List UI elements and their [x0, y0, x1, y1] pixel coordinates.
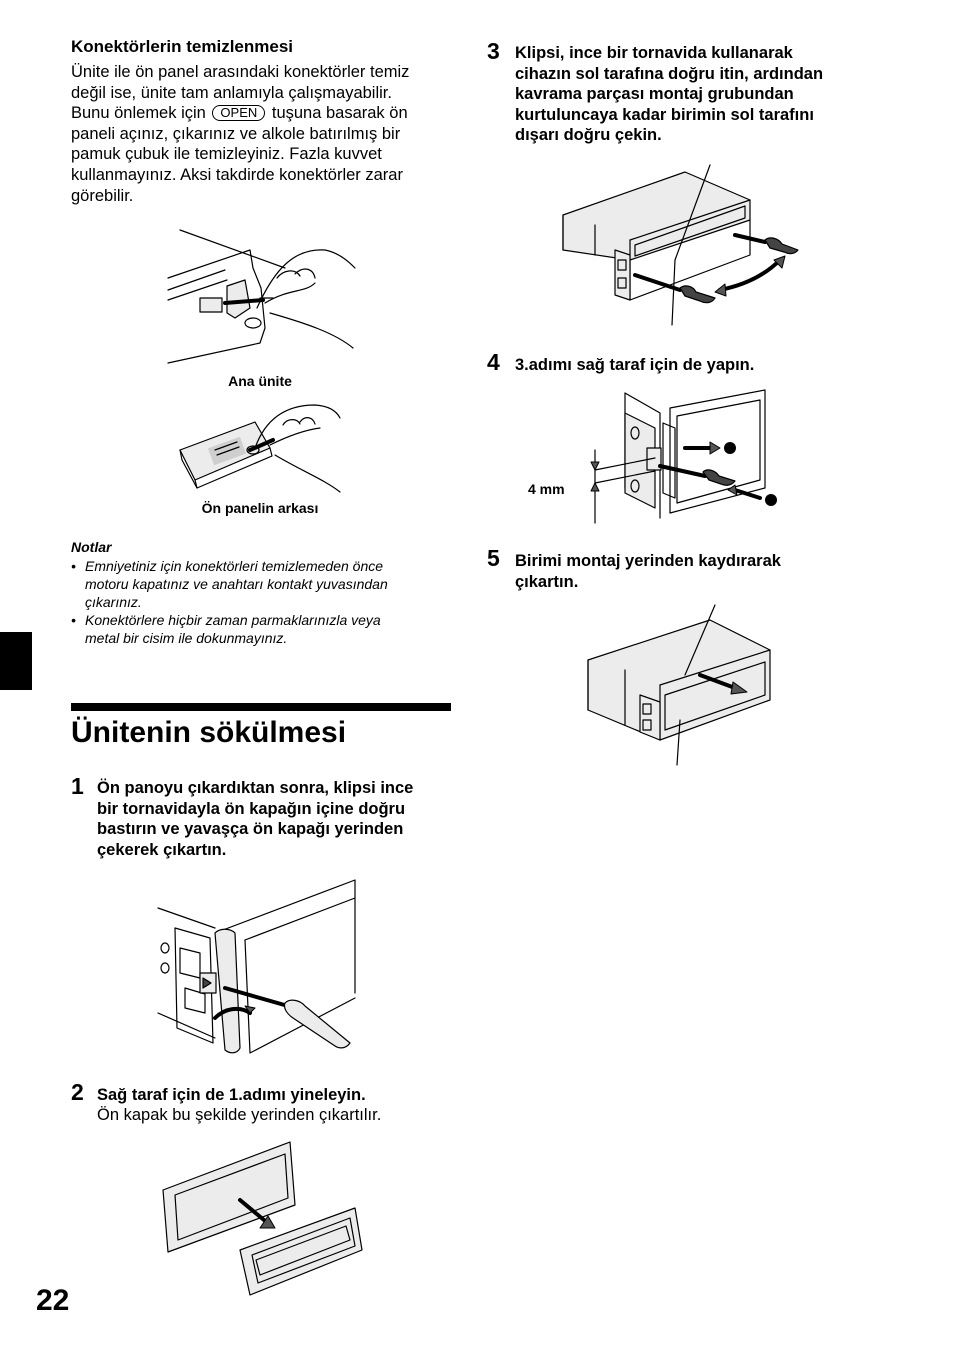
paragraph-line: Ünite ile ön panel arasındaki konektörle… — [71, 63, 410, 81]
step-4-text: 3.adımı sağ taraf için de yapın. — [515, 355, 875, 376]
measure-label: 4 mm — [528, 481, 565, 497]
section-heading-cleaning: Konektörlerin temizlenmesi — [71, 37, 294, 56]
step-line: bir tornavidayla ön kapağın içine doğru — [97, 799, 406, 818]
step-line: kurtuluncaya kadar birimin sol tarafını — [515, 105, 814, 124]
paragraph-line-with-key: Bunu önlemek için OPEN tuşuna basarak ön — [71, 103, 461, 124]
front-panel-back-illustration — [179, 404, 341, 493]
note-line: motoru kapatınız ve anahtarı kontakt yuv… — [85, 576, 388, 592]
cleaning-paragraph: Ünite ile ön panel arasındaki konektörle… — [71, 62, 461, 206]
step-2-illustration — [162, 1141, 363, 1296]
paragraph-text: tuşuna basarak ön — [271, 104, 408, 123]
step-line: kavrama parçası montaj grubundan — [515, 85, 794, 103]
note-line: metal bir cisim ile dokunmayınız. — [85, 630, 288, 646]
step-line: Klipsi, ince bir tornavida kullanarak — [515, 44, 793, 62]
step-5-illustration — [587, 604, 771, 766]
step-line: çıkartın. — [515, 572, 579, 591]
step-4-illustration: 2 1 — [590, 389, 777, 524]
open-button-symbol: OPEN — [212, 105, 266, 122]
caption-front-panel-back: Ön panelin arkası — [201, 500, 319, 516]
step-1-text: Ön panoyu çıkardıktan sonra, klipsi ince… — [97, 778, 457, 860]
marker-1: 1 — [768, 495, 774, 507]
step-number: 5 — [487, 545, 500, 571]
step-1-illustration — [157, 879, 356, 1054]
note-item: • Emniyetiniz için konektörleri temizlem… — [71, 557, 451, 611]
note-line: Konektörlere hiçbir zaman parmaklarınızl… — [85, 612, 381, 628]
note-bullet: • — [71, 558, 76, 574]
step-number: 1 — [71, 773, 84, 799]
paragraph-line: kullanmayınız. Aksi takdirde konektörler… — [71, 165, 403, 184]
note-line: çıkarınız. — [85, 594, 142, 610]
chapter-tab-marker — [0, 632, 32, 690]
step-line: Birimi montaj yerinden kaydırarak — [515, 552, 781, 570]
step-2-subtext: Ön kapak bu şekilde yerinden çıkartılır. — [97, 1106, 382, 1124]
paragraph-text: Bunu önlemek için — [71, 104, 206, 123]
step-line: dışarı doğru çekin. — [515, 126, 662, 144]
marker-2: 2 — [727, 443, 733, 455]
step-line: Sağ taraf için de 1.adımı yineleyin. — [97, 1086, 366, 1104]
section-title-removal: Ünitenin sökülmesi — [71, 716, 347, 749]
step-line: çekerek çıkartın. — [97, 840, 227, 859]
step-5-text: Birimi montaj yerinden kaydırarak çıkart… — [515, 551, 875, 592]
notes-title: Notlar — [71, 539, 112, 555]
step-line: cihazın sol tarafına doğru itin, ardında… — [515, 64, 824, 83]
caption-main-unit: Ana ünite — [228, 373, 292, 389]
paragraph-line: görebilir. — [71, 186, 134, 205]
paragraph-line: pamuk çubuk ile temizleyiniz. Fazla kuvv… — [71, 145, 382, 164]
paragraph-line: paneli açınız, çıkarınız ve alkole batır… — [71, 124, 401, 143]
step-number: 3 — [487, 38, 500, 64]
step-2-text: Sağ taraf için de 1.adımı yineleyin. — [97, 1085, 457, 1106]
section-rule — [71, 703, 451, 711]
note-bullet: • — [71, 612, 76, 628]
paragraph-line: değil ise, ünite tam anlamıyla çalışmaya… — [71, 83, 392, 102]
step-number: 4 — [487, 349, 500, 375]
step-line: Ön panoyu çıkardıktan sonra, klipsi ince — [97, 779, 414, 797]
step-3-illustration — [562, 164, 799, 326]
note-line: Emniyetiniz için konektörleri temizlemed… — [85, 558, 384, 574]
note-item: • Konektörlere hiçbir zaman parmaklarını… — [71, 611, 451, 647]
step-3-text: Klipsi, ince bir tornavida kullanarak ci… — [515, 43, 875, 146]
step-number: 2 — [71, 1079, 84, 1105]
step-line: bastırın ve yavaşça ön kapağı yerinden — [97, 820, 404, 838]
step-line: 3.adımı sağ taraf için de yapın. — [515, 356, 755, 374]
page-number: 22 — [36, 1284, 70, 1317]
main-unit-cleaning-illustration — [167, 229, 356, 364]
